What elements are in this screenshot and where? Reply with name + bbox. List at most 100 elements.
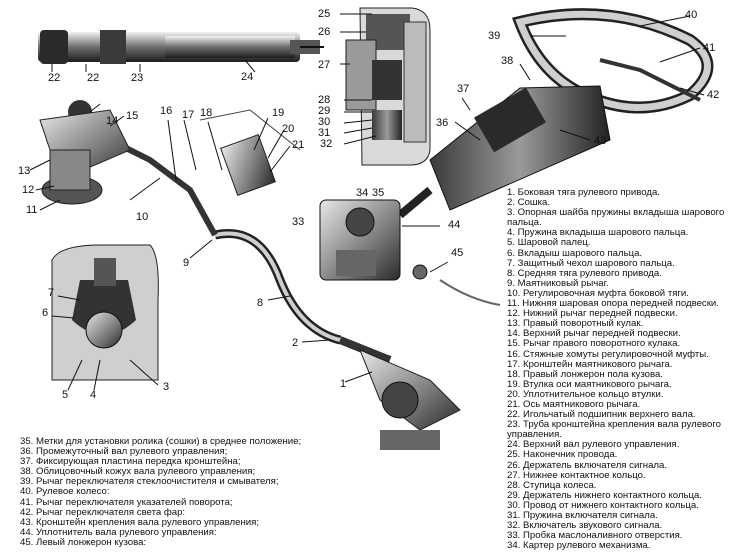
legend-item: 18. Правый лонжерон пола кузова. <box>507 368 663 380</box>
legend-item: 38. Облицовочный кожух вала рулевого упр… <box>20 466 256 478</box>
legend-item: 1. Боковая тяга рулевого привода. <box>507 187 660 198</box>
callout-label: 43 <box>594 135 606 147</box>
legend-item: 34. Картер рулевого механизма. <box>507 540 651 552</box>
callout-label: 3 <box>163 381 169 393</box>
callout-label: 25 <box>318 8 330 20</box>
steering-column-illustration <box>397 8 714 219</box>
callout-label: 18 <box>200 107 212 119</box>
legend-item: 7. Защитный чехол шарового пальца. <box>507 257 675 269</box>
legend-item: 5. Шаровой палец. <box>507 237 591 249</box>
callout-label: 39 <box>488 30 500 42</box>
callout-label: 5 <box>62 389 68 401</box>
callout-label: 22 <box>87 72 99 84</box>
callout-label: 28 <box>318 94 330 106</box>
callout-label: 41 <box>703 42 715 54</box>
callout-label: 45 <box>451 247 463 259</box>
callout-label: 16 <box>160 105 172 117</box>
callout-label: 36 <box>436 117 448 129</box>
legend-item: 40. Рулевое колесо: <box>20 486 110 498</box>
legend-item: управления. <box>507 429 562 441</box>
legend-item: 17. Кронштейн маятникового рычага. <box>507 358 673 370</box>
legend-item: 24. Верхний вал рулевого управления. <box>507 439 680 451</box>
callout-label: 20 <box>282 123 294 135</box>
legend-item: 27. Нижнее контактное кольцо. <box>507 469 646 481</box>
callout-label: 32 <box>320 138 332 150</box>
legend-item: 35. Метки для установки ролика (сошки) в… <box>20 436 302 447</box>
legend-item: 36. Промежуточный вал рулевого управлени… <box>20 446 228 458</box>
legend-item: 6. Вкладыш шарового пальца. <box>507 247 643 259</box>
legend-item: 19. Втулка оси маятникового рычага. <box>507 378 672 390</box>
legend-item: 45. Левый лонжерон кузова: <box>20 536 147 548</box>
callout-label: 6 <box>42 307 48 319</box>
callout-label: 14 <box>106 115 118 127</box>
legend-item: 10. Регулировочная муфта боковой тяги. <box>507 287 689 299</box>
legend-item: 43. Кронштейн крепления вала рулевого уп… <box>20 516 259 528</box>
legend-item: 2. Сошка. <box>507 197 551 209</box>
legend-item: 32. Включатель звукового сигнала. <box>507 520 663 532</box>
steering-gear-box <box>319 199 501 306</box>
steering-linkage <box>108 109 392 364</box>
callout-label: 11 <box>26 204 37 216</box>
callout-label: 12 <box>22 184 34 196</box>
callout-label: 9 <box>183 257 189 269</box>
callout-label: 40 <box>685 9 697 21</box>
right-knuckle-illustration <box>29 100 131 211</box>
legend-item: 14. Верхний рычаг передней подвески. <box>507 328 681 340</box>
legend-item: 28. Ступица колеса. <box>507 479 597 491</box>
callout-label: 27 <box>318 59 330 71</box>
legend-item: 8. Средняя тяга рулевого привода. <box>507 267 662 279</box>
legend-item: 12. Нижний рычаг передней подвески. <box>507 308 678 320</box>
legend-item: 4. Пружина вкладыша шарового пальца. <box>507 227 689 239</box>
legend-item: 3. Опорная шайба пружины вкладыша шарово… <box>507 207 725 219</box>
legend-item: 11. Нижняя шаровая опора передней подвес… <box>507 298 719 310</box>
legend-item: 23. Труба кронштейна крепления вала руле… <box>507 419 722 431</box>
legend-item: 33. Пробка маслоналивного отверстия. <box>507 530 683 542</box>
legend-left: 35. Метки для установки ролика (сошки) в… <box>20 436 350 548</box>
callout-label: 21 <box>292 139 304 151</box>
callout-label: 33 <box>292 216 304 228</box>
callout-label: 24 <box>241 71 253 83</box>
legend-item: 39. Рычаг переключателя стеклоочистителя… <box>20 476 279 488</box>
legend-right: 1. Боковая тяга рулевого привода.2. Сошк… <box>507 187 745 552</box>
callout-label: 42 <box>707 89 719 101</box>
callout-label: 44 <box>448 219 460 231</box>
legend-item: 37. Фиксирующая пластина передка кронште… <box>20 456 241 468</box>
callout-label: 7 <box>48 287 54 299</box>
legend-item: 22. Игольчатый подшипник верхнего вала. <box>507 409 696 421</box>
legend-item: 29. Держатель нижнего контактного кольца… <box>507 489 702 501</box>
legend-item: 13. Правый поворотный кулак. <box>507 318 644 330</box>
callout-label: 31 <box>318 127 330 139</box>
legend-item: 16. Стяжные хомуты регулировочной муфты. <box>507 348 709 360</box>
legend-item: пальца. <box>507 217 542 229</box>
horn-switch-section <box>340 7 431 166</box>
callout-label: 23 <box>131 72 143 84</box>
callout-label: 8 <box>257 297 263 309</box>
callout-label: 29 <box>318 105 330 117</box>
legend-item: 20. Уплотнительное кольцо втулки. <box>507 388 664 400</box>
callout-label: 30 <box>318 116 330 128</box>
legend-item: 44. Уплотнитель вала рулевого управления… <box>20 526 217 538</box>
legend-item: 21. Ось маятникового рычага. <box>507 398 641 410</box>
callout-label: 22 <box>48 72 60 84</box>
legend-item: 9. Маятниковый рычаг. <box>507 277 609 289</box>
callout-label: 17 <box>182 109 194 121</box>
callout-label: 19 <box>272 107 284 119</box>
upper-shaft-illustration <box>38 30 324 73</box>
legend-item: 30. Провод от нижнего контактного кольца… <box>507 499 699 511</box>
legend-item: 26. Держатель включателя сигнала. <box>507 459 668 471</box>
callout-label: 1 <box>340 378 346 390</box>
ball-joint-section <box>51 244 159 391</box>
callout-label: 38 <box>501 55 513 67</box>
legend-item: 31. Пружина включателя сигнала. <box>507 510 658 521</box>
callout-label: 13 <box>18 165 30 177</box>
callout-label: 15 <box>126 110 138 122</box>
left-knuckle-illustration <box>344 349 461 450</box>
callout-label: 34 <box>356 187 368 199</box>
callout-label: 26 <box>318 26 330 38</box>
legend-item: 41. Рычаг переключателя указателей повор… <box>20 496 233 508</box>
legend-item: 42. Рычаг переключателя света фар: <box>20 506 186 518</box>
callout-label: 2 <box>292 337 298 349</box>
legend-item: 15. Рычаг правого поворотного кулака. <box>507 338 681 350</box>
